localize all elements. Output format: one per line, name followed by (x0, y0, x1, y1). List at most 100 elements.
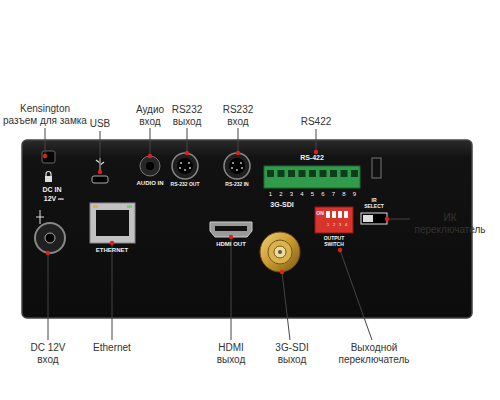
leader-dot (280, 270, 284, 274)
panel-marking: AUDIO IN (130, 180, 170, 187)
terminal-screw (330, 170, 337, 177)
leader-dot (110, 241, 114, 245)
bnc-connector (274, 246, 286, 258)
leader-dot (236, 151, 240, 155)
ir-switch (361, 213, 387, 224)
panel-marking: 12V ⎓ (34, 195, 74, 203)
din-pin (184, 169, 186, 171)
dc-jack (35, 223, 65, 253)
din-pin (179, 167, 181, 169)
pin-number: 8 (339, 191, 349, 198)
switch-number: 3 (337, 223, 343, 228)
din-pin (241, 167, 243, 169)
leader-line (282, 272, 290, 340)
leader-dot (385, 217, 389, 221)
terminal-screw (351, 170, 358, 177)
panel-marking: DC IN (32, 186, 72, 194)
polarity-symbol (36, 210, 44, 224)
panel-opening (372, 158, 381, 178)
callout-label: HDMI выход (208, 342, 254, 365)
din-pin (189, 167, 191, 169)
din-pin (236, 169, 238, 171)
dip-switch (315, 207, 353, 233)
rs232-port (224, 153, 250, 179)
dip-lever (332, 211, 336, 218)
callout-label: RS232 вход (216, 104, 260, 127)
leader-line (316, 129, 317, 152)
pin-number: 5 (308, 191, 318, 198)
pin-number: 1 (266, 191, 276, 198)
din-pin (188, 162, 190, 164)
din-pins (179, 162, 191, 171)
leader-dots (43, 150, 389, 274)
panel-marking: 3G-SDI (262, 201, 302, 209)
terminal-screw (341, 170, 348, 177)
callout-label: Выходной переключатель (333, 342, 415, 365)
pin-number: 4 (297, 191, 307, 198)
leader-dot (229, 235, 233, 239)
leader-dot (43, 154, 47, 158)
leader-dot (46, 251, 50, 255)
panel-marking: OUTPUT SWITCH (319, 236, 349, 248)
callout-label: Ethernet (84, 342, 140, 354)
leader-dot (314, 150, 318, 154)
din-pin (232, 162, 234, 164)
terminal-screws (267, 170, 358, 177)
callout-label: RS422 (294, 116, 338, 128)
leader-line (100, 131, 101, 172)
leader-line (340, 250, 372, 340)
callout-label: Аудио вход (128, 104, 172, 127)
panel-marking: RS-232 OUT (165, 182, 205, 188)
leader-line (231, 237, 232, 340)
leader-dot (148, 154, 152, 158)
rs232-port (177, 158, 193, 174)
ethernet-port (96, 210, 129, 236)
pin-number: 2 (276, 191, 286, 198)
callout-label: DC 12V вход (26, 342, 70, 365)
pin-number: 7 (329, 191, 339, 198)
leader-dot (185, 151, 189, 155)
dip-lever (338, 211, 342, 218)
bnc-connector (260, 232, 300, 272)
terminal-screw (278, 170, 285, 177)
hdmi-port (210, 222, 252, 237)
din-pin (180, 162, 182, 164)
ethernet-led (93, 205, 98, 208)
leader-line (238, 128, 239, 153)
terminal-screw (288, 170, 295, 177)
dip-levers (326, 211, 348, 218)
panel-marking: ETHERNET (87, 247, 137, 254)
din-pins (231, 162, 243, 171)
panel-marking: IR SELECT (363, 198, 385, 210)
leader-lines (45, 128, 410, 340)
audio-jack (140, 156, 160, 176)
panel-marking: HDMI OUT (206, 241, 256, 248)
switch-number: 4 (343, 223, 349, 228)
callout-label: 3G-SDI выход (267, 342, 317, 365)
leader-dot (338, 248, 342, 252)
leader-line (387, 219, 410, 220)
ir-switch (363, 215, 373, 222)
ethernet-led (127, 205, 132, 208)
lock-icon (46, 172, 51, 177)
usb-port (92, 176, 108, 183)
callout-label: USB (85, 118, 115, 130)
rs232-port (229, 158, 245, 174)
terminal-screw (309, 170, 316, 177)
pin-number: 6 (318, 191, 328, 198)
dip-lever (326, 211, 330, 218)
bnc-connector (268, 240, 292, 264)
callout-label: Kensington разъем для замка (3, 103, 87, 126)
panel-marking: ON (314, 211, 326, 217)
ethernet-port (90, 203, 135, 243)
lock-icon (45, 176, 52, 182)
hdmi-port (215, 226, 247, 231)
leader-line (48, 253, 49, 340)
switch-number: 2 (331, 223, 337, 228)
kensington-slot (42, 151, 55, 163)
callout-label: RS232 выход (165, 104, 209, 127)
terminal-screw (320, 170, 327, 177)
leader-line (187, 128, 188, 153)
